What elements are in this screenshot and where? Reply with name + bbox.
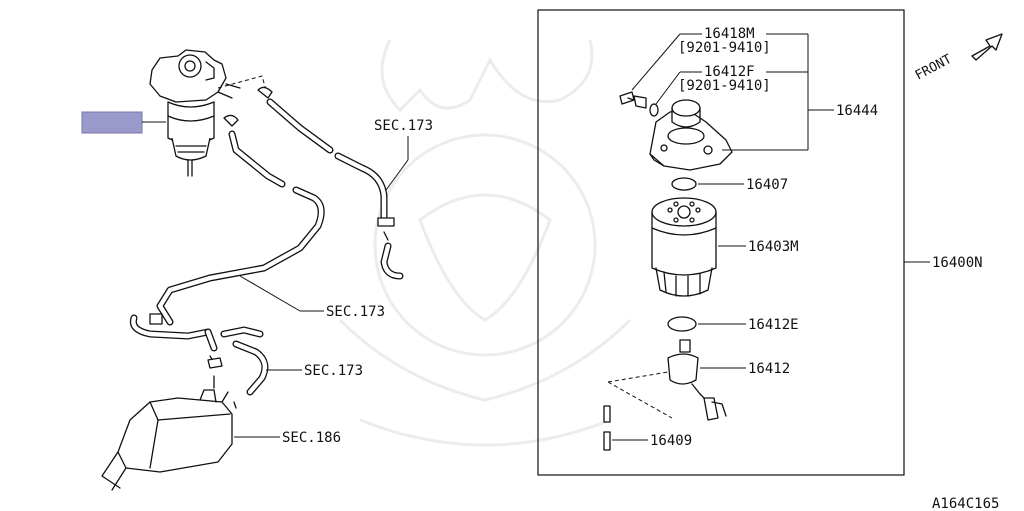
fuel-hoses xyxy=(129,98,404,396)
label-16412: 16412 xyxy=(748,361,790,377)
label-16403M: 16403M xyxy=(748,239,799,255)
label-16444: 16444 xyxy=(836,103,878,119)
label-16412E: 16412E xyxy=(748,317,799,333)
pins-16409 xyxy=(603,405,611,451)
ring-16412E xyxy=(667,316,697,332)
label-16418M-range: [9201-9410] xyxy=(678,40,771,56)
label-sec173-top: SEC.173 xyxy=(374,118,433,134)
label-16418M: 16418M xyxy=(704,26,755,42)
label-front: FRONT xyxy=(913,52,955,84)
filter-head-16444 xyxy=(649,99,733,171)
label-sec173-mid: SEC.173 xyxy=(326,304,385,320)
washer-16412F xyxy=(649,103,659,117)
label-16412F: 16412F xyxy=(704,64,755,80)
front-arrow-icon: FRONT xyxy=(913,33,1003,84)
label-16409: 16409 xyxy=(650,433,692,449)
label-16412F-range: [9201-9410] xyxy=(678,78,771,94)
bolt-16418M xyxy=(619,91,647,109)
figure-code: A164C165 xyxy=(932,496,999,511)
label-sec173-low: SEC.173 xyxy=(304,363,363,379)
exploded-view-box xyxy=(537,9,905,476)
filter-assembly-small xyxy=(149,49,273,177)
label-sec186: SEC.186 xyxy=(282,430,341,446)
label-16407: 16407 xyxy=(746,177,788,193)
sensor-16412 xyxy=(667,339,727,421)
filter-element-16403M xyxy=(651,197,717,297)
watermark xyxy=(338,39,632,447)
canister-assembly xyxy=(101,389,237,491)
oring-16407 xyxy=(671,177,697,191)
highlighted-part-callout[interactable] xyxy=(81,111,143,134)
label-16400N: 16400N xyxy=(932,255,983,271)
